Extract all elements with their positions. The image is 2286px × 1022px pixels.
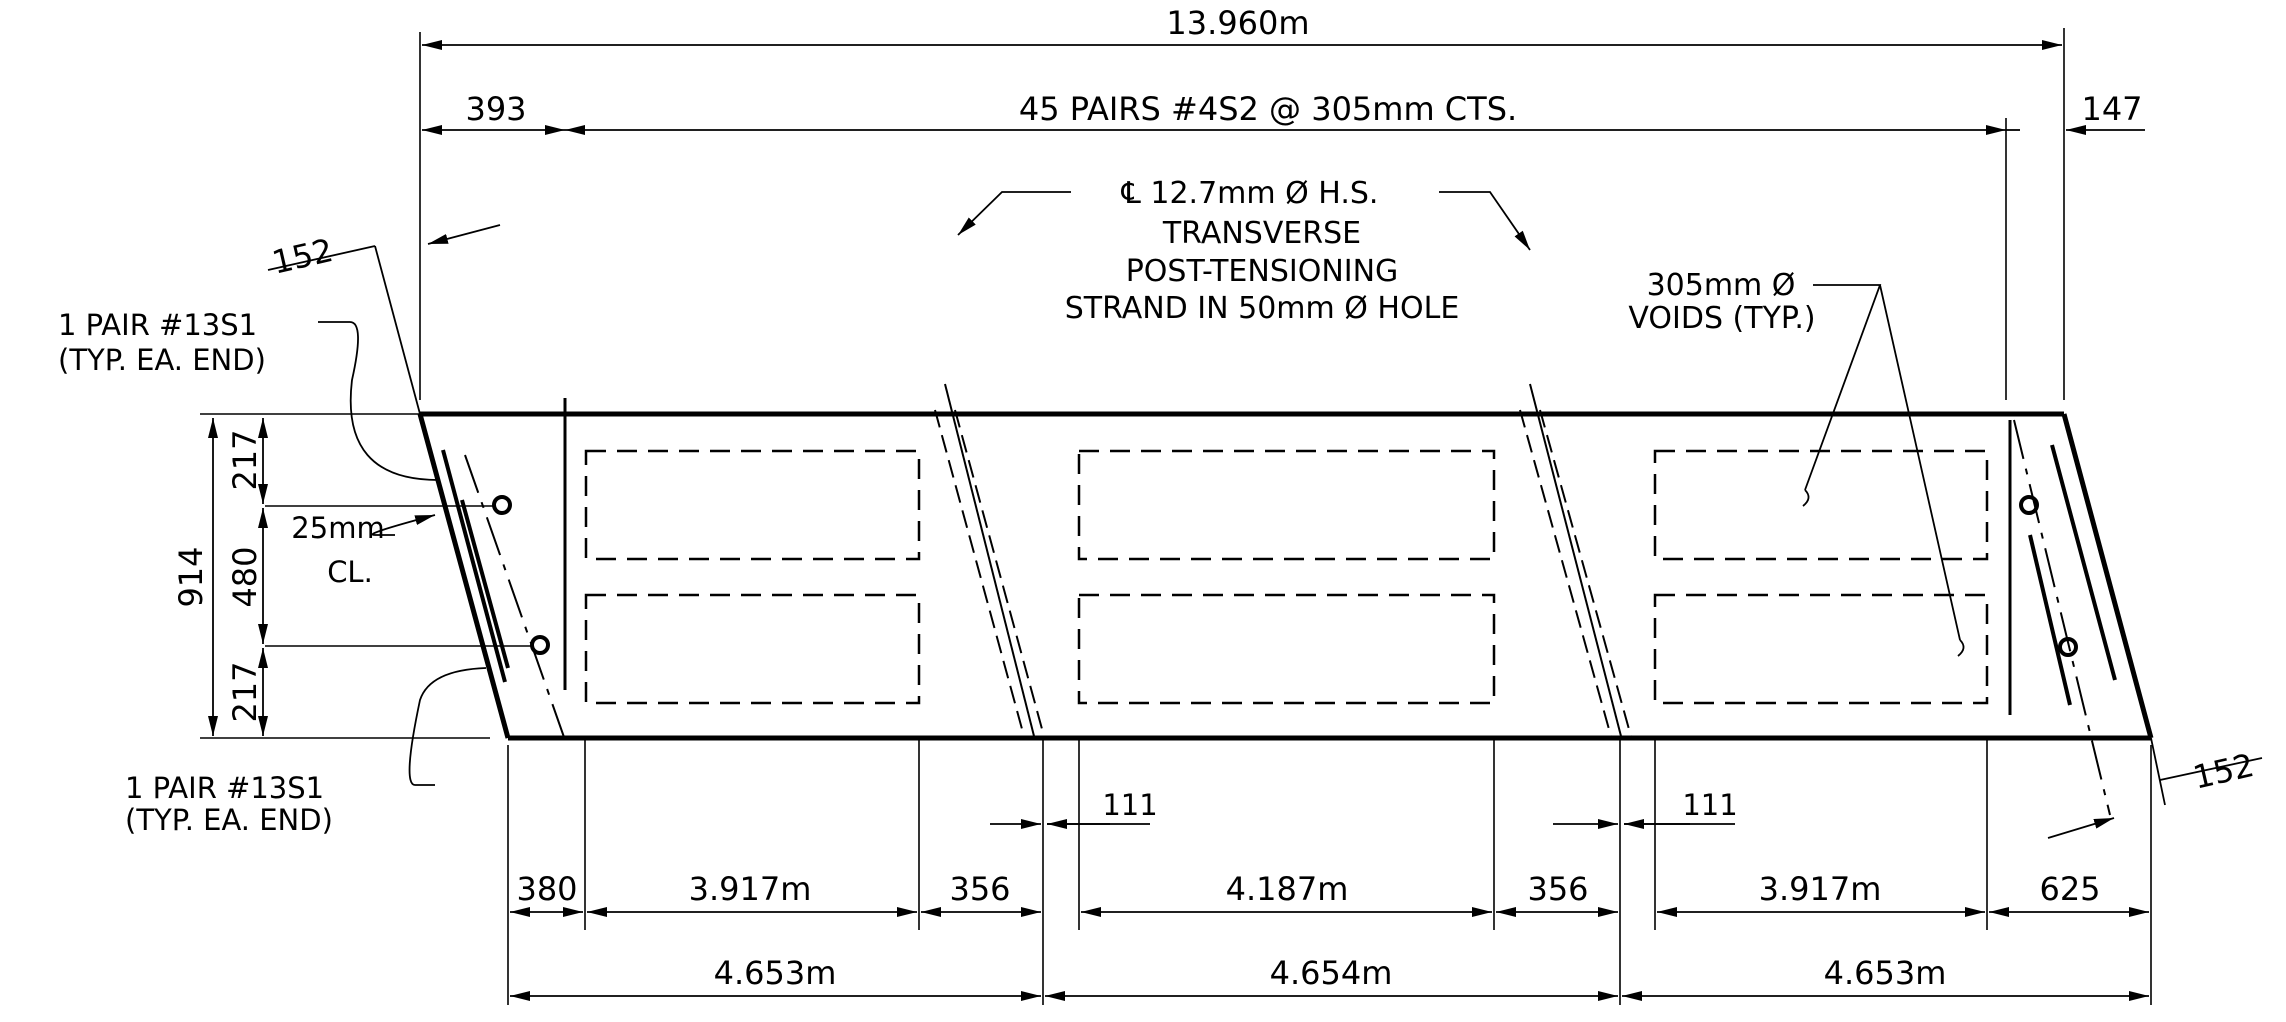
slab-outline — [417, 411, 2154, 741]
dim-bottom-625: 625 — [2039, 870, 2100, 908]
pt-note-line1: ℄ 12.7mm Ø H.S. — [1121, 176, 1379, 211]
dim-slab-depth: 914 — [172, 546, 210, 607]
rebar-top-line1: 1 PAIR #13S1 — [58, 308, 257, 342]
dim-bottom-380: 380 — [516, 870, 577, 908]
dim-void-left-length: 3.917m — [689, 870, 812, 908]
dim-gap-right: 111 — [1682, 788, 1737, 822]
left-strand-top — [492, 495, 512, 515]
dim-void-right-length: 3.917m — [1759, 870, 1882, 908]
dim-skew-left: 152 — [268, 231, 336, 282]
pt-note-line2: TRANSVERSE — [1162, 216, 1361, 251]
dim-segment-right: 4.653m — [1824, 954, 1947, 992]
void-mid-bottom — [1077, 593, 1496, 705]
skew-dimensions — [267, 224, 2263, 839]
pt-holes — [934, 383, 1633, 741]
void-mid-top — [1077, 449, 1496, 561]
rebar-bot-line2: (TYP. EA. END) — [125, 803, 333, 837]
dim-depth-top: 217 — [226, 429, 264, 490]
extension-lines — [200, 28, 2152, 1005]
leaders — [318, 191, 1965, 786]
dim-overall-length: 13.960m — [1166, 4, 1309, 42]
dimension-lines — [208, 40, 2149, 1001]
dim-skew-right: 152 — [2189, 746, 2257, 797]
dim-right-end-offset: 147 — [2081, 90, 2142, 128]
dim-depth-mid: 480 — [226, 546, 264, 607]
dim-gap-left: 111 — [1102, 788, 1157, 822]
cover-line1: 25mm — [291, 511, 384, 545]
right-strand-top — [2019, 495, 2039, 515]
void-left-top — [584, 449, 921, 561]
pt-note-line4: STRAND IN 50mm Ø HOLE — [1065, 291, 1460, 326]
dim-void-mid-length: 4.187m — [1226, 870, 1349, 908]
dim-stirrup-spacing: 45 PAIRS #4S2 @ 305mm CTS. — [1019, 90, 1517, 128]
rebar-bot-line1: 1 PAIR #13S1 — [125, 771, 324, 805]
rebar-top-line2: (TYP. EA. END) — [58, 343, 266, 377]
right-strand-bottom — [2058, 637, 2078, 657]
voids-note-line1: 305mm Ø — [1647, 268, 1796, 303]
left-strand-bottom — [530, 635, 550, 655]
cover-line2: CL. — [327, 555, 373, 589]
voids-note-line2: VOIDS (TYP.) — [1628, 301, 1815, 336]
end-reinforcement — [441, 398, 2117, 816]
void-right-bottom — [1653, 593, 1989, 705]
dim-bottom-356-right: 356 — [1527, 870, 1588, 908]
dim-depth-bottom: 217 — [226, 661, 264, 722]
dim-segment-left: 4.653m — [714, 954, 837, 992]
void-right-top — [1653, 449, 1989, 561]
void-left-bottom — [584, 593, 921, 705]
dim-left-end-offset: 393 — [465, 90, 526, 128]
dim-bottom-356-left: 356 — [949, 870, 1010, 908]
dim-segment-mid: 4.654m — [1270, 954, 1393, 992]
pt-note-line3: POST-TENSIONING — [1126, 254, 1399, 289]
voids — [584, 449, 1989, 705]
